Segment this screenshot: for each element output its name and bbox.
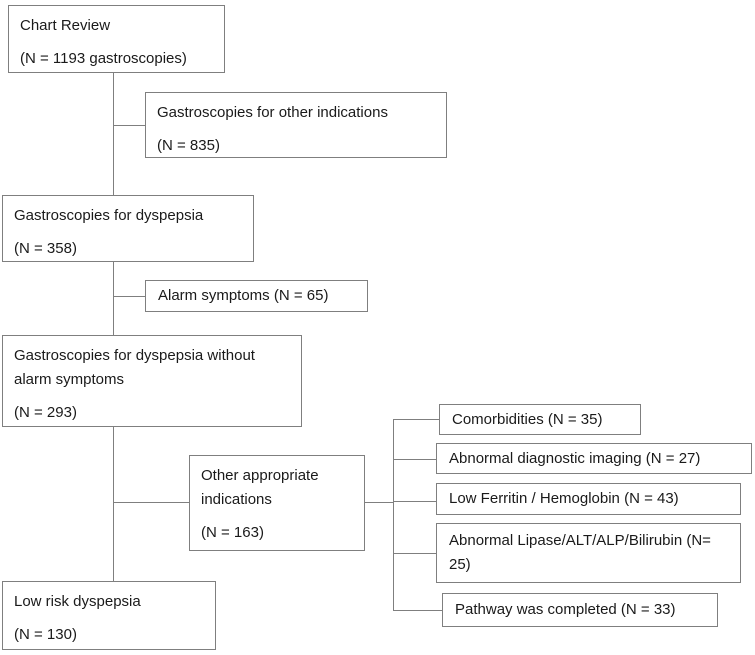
connector-branch-pathway-completed [393,610,442,611]
node-count: (N = 358) [14,240,77,257]
node-label: Alarm symptoms (N = 65) [158,287,329,304]
node-title: Gastroscopies for dyspepsia without alar… [14,347,255,388]
node-title: Gastroscopies for dyspepsia [14,207,204,224]
connector-branch-abnormal-imaging [393,459,436,460]
node-title: Chart Review [20,17,111,34]
node-alarm-symptoms: Alarm symptoms (N = 65) [145,280,368,312]
connector-without-alarm-to-low-risk [113,427,114,581]
node-count: (N = 1193 gastroscopies) [20,50,187,67]
node-low-ferritin-hemoglobin: Low Ferritin / Hemoglobin (N = 43) [436,483,741,515]
node-comorbidities: Comorbidities (N = 35) [439,404,641,435]
node-chart-review: Chart Review (N = 1193 gastroscopies) [8,5,225,73]
node-label: Low Ferritin / Hemoglobin (N = 43) [449,490,679,507]
connector-branch-low-ferritin [393,501,436,502]
node-count: (N = 130) [14,626,77,643]
connector-branch-abnormal-lipase [393,553,436,554]
connector-branch-other-indications [113,125,145,126]
node-abnormal-diagnostic-imaging: Abnormal diagnostic imaging (N = 27) [436,443,752,474]
connector-branch-alarm-symptoms [113,296,145,297]
connector-branch-other-appropriate [113,502,189,503]
node-pathway-completed: Pathway was completed (N = 33) [442,593,718,627]
node-gastroscopies-other-indications: Gastroscopies for other indications (N =… [145,92,447,158]
connector-right-trunk [393,419,394,611]
connector-other-appropriate-to-trunk [365,502,393,503]
node-other-appropriate-indications: Other appropriate indications (N = 163) [189,455,365,551]
node-low-risk-dyspepsia: Low risk dyspepsia (N = 130) [2,581,216,650]
node-label: Comorbidities (N = 35) [452,410,603,428]
node-dyspepsia-without-alarm: Gastroscopies for dyspepsia without alar… [2,335,302,427]
node-count: (N = 163) [201,524,264,541]
node-count: (N = 293) [14,404,77,421]
connector-branch-comorbidities [393,419,439,420]
node-count: (N = 835) [157,137,220,154]
node-title: Low risk dyspepsia [14,593,141,610]
node-gastroscopies-dyspepsia: Gastroscopies for dyspepsia (N = 358) [2,195,254,262]
node-title: Other appropriate indications [201,467,319,508]
node-label: Pathway was completed (N = 33) [455,601,676,618]
node-title: Gastroscopies for other indications [157,104,388,121]
connector-chart-review-to-dyspepsia [113,73,114,195]
node-label: Abnormal Lipase/ALT/ALP/Bilirubin (N= 25… [449,532,711,573]
node-label: Abnormal diagnostic imaging (N = 27) [449,449,701,467]
connector-dyspepsia-to-without-alarm [113,262,114,335]
node-abnormal-lipase-alt-alp-bilirubin: Abnormal Lipase/ALT/ALP/Bilirubin (N= 25… [436,523,741,583]
